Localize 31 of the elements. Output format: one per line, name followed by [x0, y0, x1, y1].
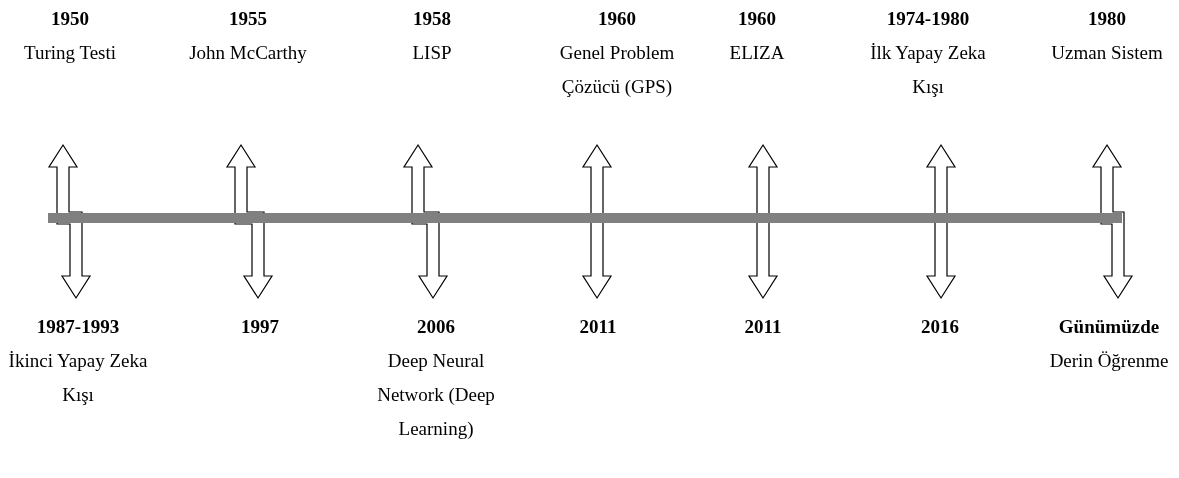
double-arrow	[581, 143, 613, 300]
year-label: 1955	[228, 7, 268, 31]
year-label: 1960	[737, 7, 777, 31]
event-text: Deep Neural Network (Deep Learning)	[376, 349, 496, 441]
year-label: 1987-1993	[35, 315, 121, 339]
event-text: LISP	[411, 41, 453, 65]
event-text: Genel Problem Çözücü (GPS)	[558, 41, 676, 99]
year-label: 2006	[416, 315, 456, 339]
double-arrow	[47, 143, 92, 300]
event-text: Uzman Sistem	[1050, 41, 1164, 65]
event-text: ELIZA	[728, 41, 786, 65]
year-label: 2016	[920, 315, 960, 339]
double-arrow	[225, 143, 274, 300]
year-label: 2011	[743, 315, 783, 339]
year-label: Günümüzde	[1057, 315, 1161, 339]
event-text: John McCarthy	[188, 41, 308, 65]
year-label: 1950	[50, 7, 90, 31]
year-label: 1997	[240, 315, 280, 339]
event-text: Derin Öğrenme	[1048, 349, 1170, 373]
year-label: 1958	[412, 7, 452, 31]
double-arrow	[1091, 143, 1134, 300]
year-label: 1960	[597, 7, 637, 31]
double-arrow	[747, 143, 779, 300]
year-label: 2011	[578, 315, 618, 339]
double-arrow	[925, 143, 957, 300]
event-text: İkinci Yapay Zeka Kışı	[8, 349, 148, 407]
event-text: Turing Testi	[22, 41, 118, 65]
year-label: 1980	[1087, 7, 1127, 31]
year-label: 1974-1980	[885, 7, 971, 31]
double-arrow	[402, 143, 449, 300]
event-text: İlk Yapay Zeka Kışı	[869, 41, 987, 99]
